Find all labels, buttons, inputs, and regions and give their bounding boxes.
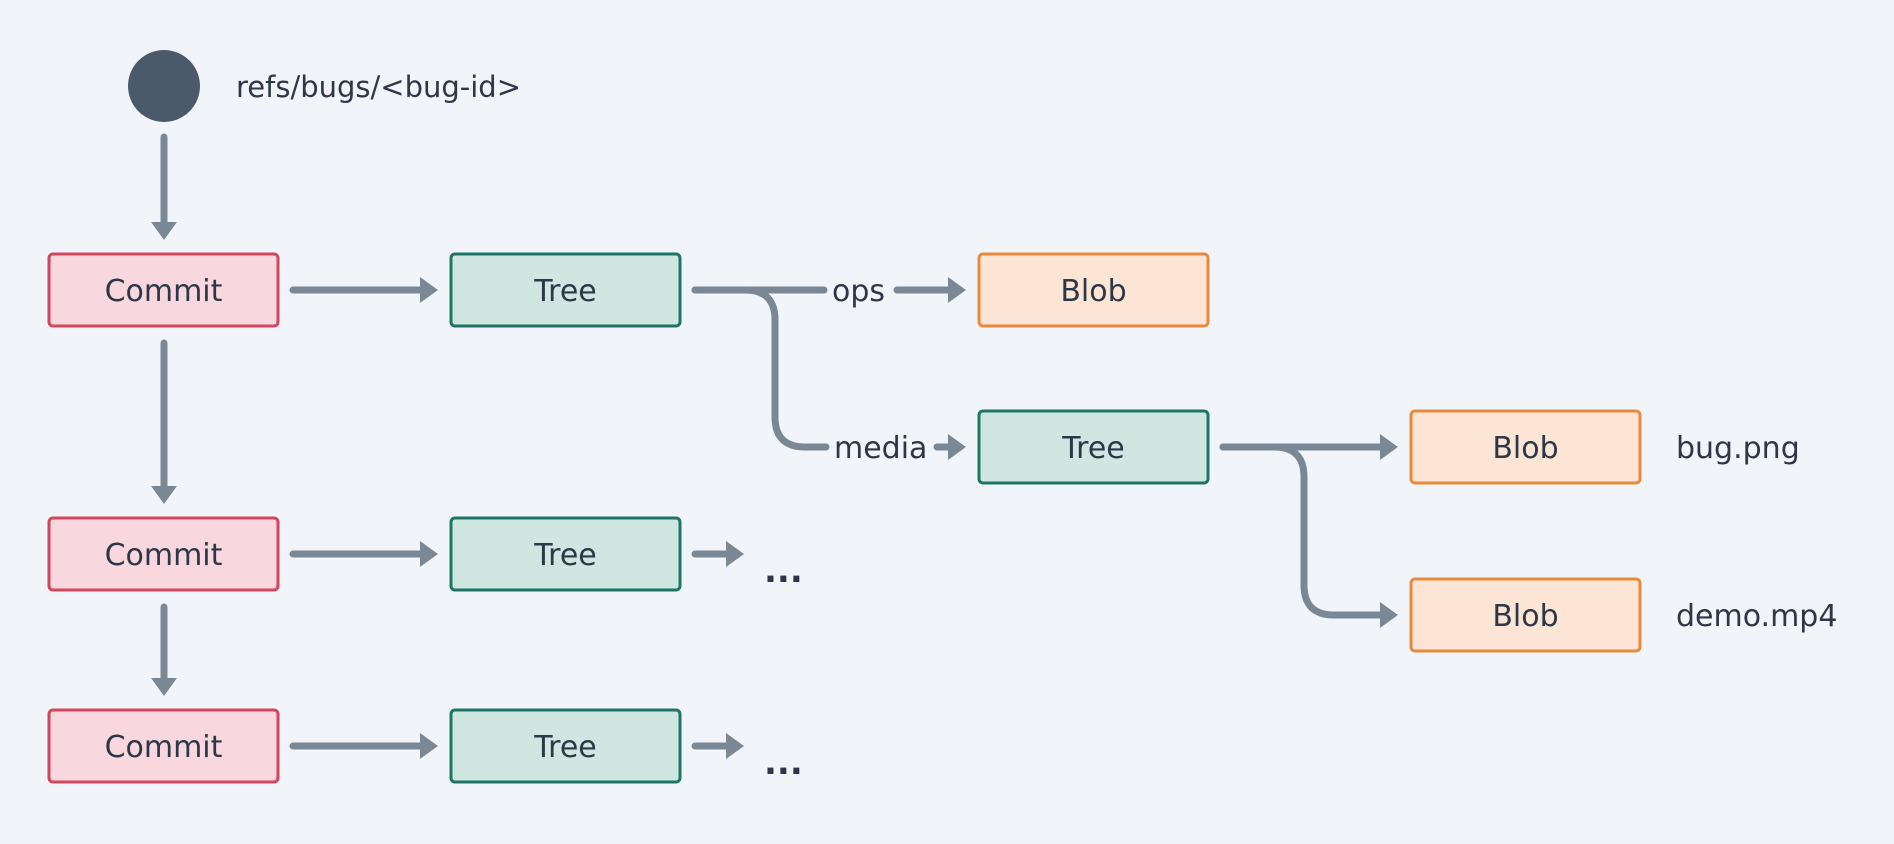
arrowhead-media-tree (948, 434, 966, 460)
ellipsis-tree3: ... (764, 743, 803, 783)
arrowhead-commit1-tree1 (420, 277, 438, 303)
blob-label: Blob (1492, 431, 1558, 466)
ref-label: refs/bugs/<bug-id> (236, 70, 521, 104)
arrowhead-ops-blob (948, 277, 966, 303)
commit-label: Commit (105, 538, 223, 573)
tree-box (449, 516, 682, 592)
commit-box (47, 516, 280, 592)
blob-label: Blob (1060, 274, 1126, 309)
tree-label: Tree (533, 274, 597, 309)
edge-label-media: media (834, 431, 927, 466)
tree-node-3: Tree (449, 708, 682, 784)
edge-tree1-media (691, 286, 830, 451)
blob-node-ops: Blob (977, 252, 1210, 328)
commit-node-1: Commit (47, 252, 280, 328)
arrowhead-mediatree-blob-demo (1380, 602, 1398, 628)
tree-box (449, 708, 682, 784)
ref-head-dot (128, 50, 200, 122)
arrowhead-mediatree-blob-bug (1380, 434, 1398, 460)
tree-box (977, 409, 1210, 485)
arrowhead-ref-commit1 (151, 222, 177, 240)
arrowhead-commit2-tree2 (420, 541, 438, 567)
tree-node-2: Tree (449, 516, 682, 592)
tree-label: Tree (533, 538, 597, 573)
commit-box (47, 252, 280, 328)
commit-node-2: Commit (47, 516, 280, 592)
tree-node-media: Tree (977, 409, 1210, 485)
arrowhead-commit1-commit2 (151, 486, 177, 504)
commit-node-3: Commit (47, 708, 280, 784)
commit-box (47, 708, 280, 784)
arrowhead-tree2-more (726, 541, 744, 567)
commit-label: Commit (105, 730, 223, 765)
edge-label-ops: ops (832, 274, 885, 309)
file-label-bug-png: bug.png (1676, 431, 1800, 466)
file-label-demo-mp4: demo.mp4 (1676, 599, 1837, 634)
blob-box (1409, 577, 1642, 653)
blob-node-bug: Blob (1409, 409, 1642, 485)
tree-node-1: Tree (449, 252, 682, 328)
tree-box (449, 252, 682, 328)
blob-label: Blob (1492, 599, 1558, 634)
commit-label: Commit (105, 274, 223, 309)
arrowhead-commit2-commit3 (151, 678, 177, 696)
arrowhead-commit3-tree3 (420, 733, 438, 759)
tree-label: Tree (1061, 431, 1125, 466)
blob-box (977, 252, 1210, 328)
arrowhead-tree3-more (726, 733, 744, 759)
blob-node-demo: Blob (1409, 577, 1642, 653)
tree-label: Tree (533, 730, 597, 765)
ellipsis-tree2: ... (764, 551, 803, 591)
edge-mediatree-blob-demo (1219, 443, 1384, 619)
edges (151, 133, 1398, 759)
blob-box (1409, 409, 1642, 485)
